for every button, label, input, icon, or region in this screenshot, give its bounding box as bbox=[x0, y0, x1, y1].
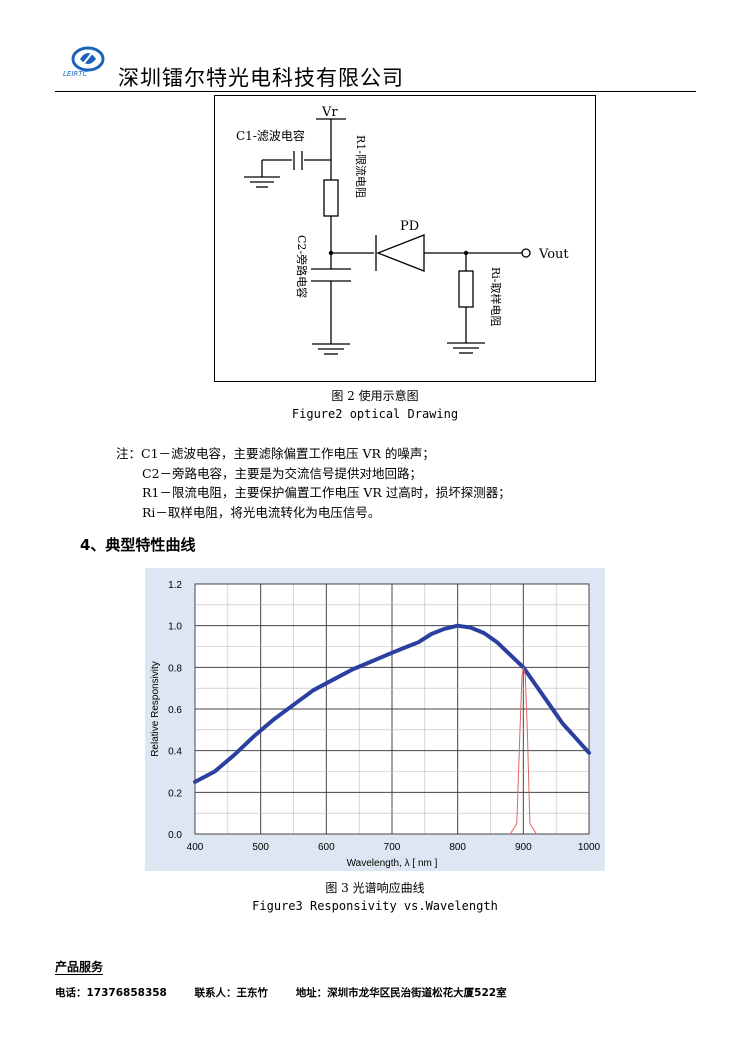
chart-ticks: 400 500 600 700 800 900 1000 0.0 0.2 0.4 0.6 0.8 1.0… bbox=[168, 580, 600, 853]
y-tick-label: 0.0 bbox=[168, 830, 182, 841]
y-tick-label: 0.4 bbox=[168, 747, 182, 758]
r1-label: R1-限流电阻 bbox=[354, 135, 368, 198]
figure3-caption-en: Figure3 Responsivity vs.Wavelength bbox=[252, 899, 498, 913]
y-tick-label: 0.8 bbox=[168, 663, 182, 674]
c1-label: C1-滤波电容 bbox=[236, 128, 305, 143]
x-tick-label: 900 bbox=[515, 842, 532, 853]
notes-prefix: 注： bbox=[116, 446, 142, 461]
note-line: C2－旁路电容，主要是为交流信号提供对地回路； bbox=[142, 465, 423, 481]
footer-contact: 电话：17376858358 联系人：王东竹 地址：深圳市龙华区民治街道松花大厦… bbox=[55, 985, 531, 1000]
vout-label: Vout bbox=[538, 247, 569, 262]
series-line-0 bbox=[193, 623, 591, 784]
section-title: 4、典型特性曲线 bbox=[80, 536, 196, 554]
logo-text: LEIRTC bbox=[63, 70, 88, 78]
ri-label: Ri-取样电阻 bbox=[489, 267, 503, 327]
x-tick-label: 700 bbox=[384, 842, 401, 853]
y-tick-label: 1.0 bbox=[168, 622, 182, 633]
chart-xlabel: Wavelength, λ [ nm ] bbox=[347, 858, 438, 869]
circuit-diagram: Vr C1-滤波电容 R1-限流电阻 PD C2-旁路电容 Vout Ri-取样… bbox=[214, 95, 596, 382]
y-tick-label: 0.2 bbox=[168, 788, 182, 799]
note-line: R1－限流电阻，主要保护偏置工作电压 VR 过高时，损坏探测器； bbox=[142, 485, 511, 500]
c2-label: C2-旁路电容 bbox=[295, 235, 309, 298]
x-tick-label: 1000 bbox=[578, 842, 601, 853]
footer-contact-person: 联系人：王东竹 bbox=[194, 987, 269, 999]
note-line: C1－滤波电容，主要滤除偏置工作电压 VR 的噪声； bbox=[141, 446, 435, 461]
x-tick-label: 500 bbox=[252, 842, 269, 853]
company-logo-icon bbox=[71, 46, 105, 72]
pd-label: PD bbox=[400, 219, 419, 234]
figure2-caption-cn: 图 2 使用示意图 bbox=[331, 389, 419, 403]
responsivity-chart: 400 500 600 700 800 900 1000 0.0 0.2 0.4 0.6 0.8 1.0… bbox=[145, 568, 605, 871]
header-divider bbox=[55, 91, 696, 92]
series-line-1 bbox=[509, 666, 537, 835]
notes: 注：C1－滤波电容，主要滤除偏置工作电压 VR 的噪声； C2－旁路电容，主要是… bbox=[116, 444, 511, 522]
chart-ylabel: Relative Responsivity bbox=[150, 661, 161, 757]
x-tick-label: 600 bbox=[318, 842, 335, 853]
company-name: 深圳镭尔特光电科技有限公司 bbox=[118, 66, 404, 90]
figure3-caption-cn: 图 3 光谱响应曲线 bbox=[325, 881, 425, 895]
service-heading: 产品服务 bbox=[55, 960, 104, 974]
footer-address: 地址：深圳市龙华区民治街道松花大厦522室 bbox=[295, 987, 507, 999]
y-tick-label: 1.2 bbox=[168, 580, 182, 591]
note-line: Ri－取样电阻，将光电流转化为电压信号。 bbox=[142, 504, 381, 520]
footer-phone: 电话：17376858358 bbox=[55, 987, 167, 999]
x-tick-label: 400 bbox=[187, 842, 204, 853]
chart-series bbox=[193, 623, 591, 835]
x-tick-label: 800 bbox=[449, 842, 466, 853]
figure2-caption-en: Figure2 optical Drawing bbox=[291, 407, 459, 421]
supply-label: Vr bbox=[321, 105, 338, 120]
y-tick-label: 0.6 bbox=[168, 705, 182, 716]
